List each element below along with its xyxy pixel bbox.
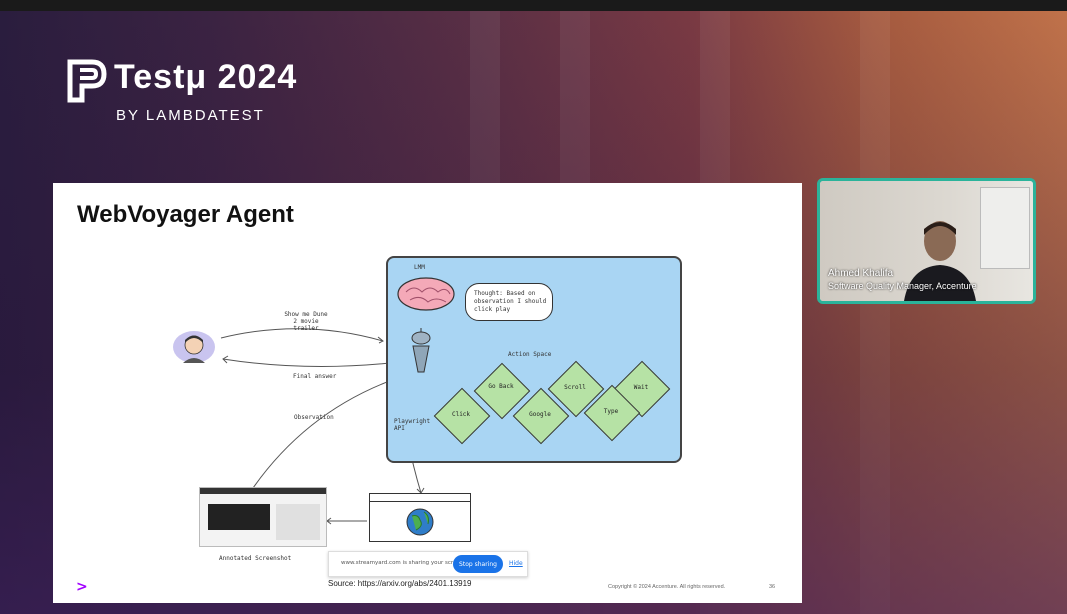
browser-window — [369, 493, 471, 542]
action-label: Scroll — [564, 384, 586, 391]
slide-copyright: Copyright © 2024 Accenture. All rights r… — [608, 584, 726, 590]
action-label: Click — [451, 411, 471, 418]
lmm-label: LMM — [414, 264, 425, 271]
thought-text: Thought: Based on observation I should c… — [474, 290, 547, 313]
testmu-logo-icon — [67, 59, 107, 103]
action-label: Google — [529, 411, 551, 418]
screenshot-header — [200, 488, 326, 494]
slide-page-number: 36 — [769, 584, 776, 590]
slide-title: WebVoyager Agent — [77, 201, 294, 228]
accenture-logo-icon: > — [76, 579, 88, 595]
annotated-screenshot-label: Annotated Screenshot — [219, 555, 292, 562]
event-title: Testμ 2024 — [114, 58, 298, 96]
screenshot-sidebar — [276, 504, 320, 540]
observation-label: Observation — [294, 414, 334, 421]
user-face-icon — [183, 335, 205, 363]
browser-titlebar — [370, 494, 470, 502]
user-avatar — [173, 331, 215, 363]
playwright-label: Playwright API — [394, 418, 431, 432]
speaker-person — [904, 221, 976, 301]
brain-icon — [397, 277, 455, 311]
action-space-label: Action Space — [508, 351, 552, 358]
speaker-camera: Ahmed Khalifa Software Quality Manager, … — [817, 178, 1036, 304]
screenshot-video — [208, 504, 270, 530]
slide-source: Source: https://arxiv.org/abs/2401.13919 — [328, 579, 472, 588]
action-label: Type — [603, 408, 619, 415]
globe-icon — [406, 508, 434, 536]
screen-share-bar: www.streamyard.com is sharing your scree… — [328, 551, 528, 577]
speaker-name: Ahmed Khalifa — [828, 268, 894, 279]
stop-sharing-button[interactable]: Stop sharing — [453, 555, 503, 573]
robot-icon — [411, 328, 431, 373]
annotated-screenshot — [199, 487, 327, 547]
speaker-role: Software Quality Manager, Accenture — [828, 281, 977, 291]
user-query-label: Show me Dune 2 movie trailer — [284, 311, 328, 332]
share-status-text: www.streamyard.com is sharing your scree… — [341, 560, 466, 566]
final-answer-label: Final answer — [293, 373, 337, 380]
action-label: Go Back — [488, 383, 514, 390]
hide-share-bar-link[interactable]: Hide — [509, 560, 523, 567]
thought-bubble: Thought: Based on observation I should c… — [465, 283, 553, 321]
top-bar — [0, 0, 1067, 11]
event-subtitle: BY LAMBDATEST — [116, 107, 265, 124]
camera-window — [980, 187, 1030, 269]
action-label: Wait — [633, 384, 649, 391]
presentation-slide: WebVoyager Agent LMM Action Space Playwr… — [53, 183, 802, 603]
